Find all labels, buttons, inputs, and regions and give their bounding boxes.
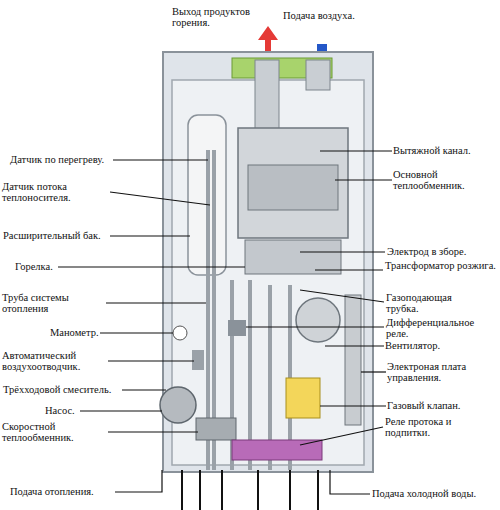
part-label: Подача воздуха. xyxy=(283,10,383,21)
part-label: Вентилятор. xyxy=(385,340,495,351)
pump xyxy=(160,387,196,423)
part-label: Выход продуктов горения. xyxy=(172,6,277,28)
part-label: Трансформатор розжига. xyxy=(385,260,497,271)
bottom-connections xyxy=(182,470,318,510)
exchanger-fins xyxy=(248,165,338,210)
part-label: Газовый клапан. xyxy=(387,400,497,411)
part-label: Расширительный бак. xyxy=(3,230,113,241)
part-label: Автоматический воздухоотводчик. xyxy=(2,350,108,372)
part-label: Подача холодной воды. xyxy=(372,488,500,499)
manometer xyxy=(173,326,187,340)
part-label: Вытяжной канал. xyxy=(393,145,498,156)
part-label: Горелка. xyxy=(15,261,60,272)
gas-valve xyxy=(286,378,320,418)
flue-pipe xyxy=(255,60,279,130)
air-vent xyxy=(192,350,204,370)
part-label: Газоподающая трубка. xyxy=(386,292,486,314)
differential-relay xyxy=(228,320,246,336)
part-label: Манометр. xyxy=(50,327,105,338)
part-label: Насос. xyxy=(45,405,85,416)
part-label: Труба системы отопления xyxy=(2,292,106,314)
plate-exchanger xyxy=(196,418,236,440)
air-pipe xyxy=(306,60,330,90)
main-heat-exchanger xyxy=(238,128,348,238)
part-label: Основной теплообменник. xyxy=(393,169,493,191)
leader-lines xyxy=(58,151,392,494)
part-label: Электроная плата управления. xyxy=(387,361,497,383)
fan xyxy=(296,298,340,342)
part-label: Электрод в зборе. xyxy=(387,246,499,257)
part-label: Трёхходовой смеситель. xyxy=(3,384,123,395)
part-label: Реле протока и подпитки. xyxy=(385,416,497,438)
part-label: Скоростной теплообменник. xyxy=(2,421,108,443)
part-label: Датчик по перегреву. xyxy=(10,154,115,165)
burner xyxy=(245,240,341,274)
part-label: Подача отопления. xyxy=(10,486,115,497)
part-label: Датчик потока теплоносителя. xyxy=(2,181,110,203)
part-label: Дифференциальное реле. xyxy=(386,317,498,339)
